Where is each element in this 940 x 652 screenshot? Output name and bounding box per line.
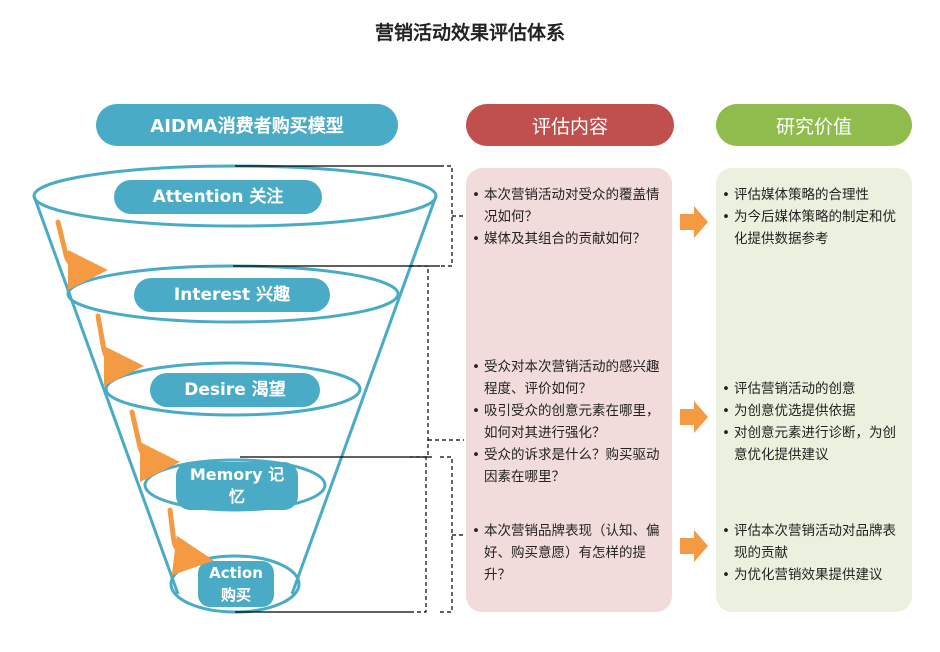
stage-label-attention: Attention 关注 [152,187,284,207]
value-item: 评估媒体策略的合理性 [722,184,906,206]
evaluation-group-1: 本次营销活动对受众的覆盖情况如何？ 媒体及其组合的贡献如何？ [472,184,664,250]
stage-label-action: Action 购买 [209,564,263,604]
funnel-left-edge [32,195,180,595]
evaluation-item: 本次营销品牌表现（认知、偏好、购买意愿）有怎样的提升？ [472,520,664,586]
value-item: 评估营销活动的创意 [722,378,906,400]
arrow-desire-to-memory [129,409,180,482]
arrow-memory-to-action [167,507,214,576]
stage-boxes [114,180,330,607]
value-header: 研究价值 [716,104,912,146]
value-item: 评估本次营销活动对品牌表现的贡献 [722,520,906,564]
diagram-title: 营销活动效果评估体系 [374,22,565,44]
panel-arrows [680,206,708,562]
evaluation-group-3: 本次营销品牌表现（认知、偏好、购买意愿）有怎样的提升？ [472,520,664,586]
value-group-2: 评估营销活动的创意 为创意优选提供依据 对创意元素进行诊断，为创意优化提供建议 [722,378,906,466]
stage-label-desire: Desire 渴望 [184,380,286,400]
panel-arrow-3 [680,530,708,562]
bracket-group-2 [410,265,464,458]
funnel-ring-desire [104,361,362,417]
panel-arrow-2 [680,401,708,433]
arrow-attention-to-interest [55,219,108,290]
evaluation-item: 媒体及其组合的贡献如何？ [472,228,664,250]
evaluation-item: 受众的诉求是什么？购买驱动因素在哪里？ [472,444,664,488]
stage-box-action [198,561,274,607]
evaluation-item: 吸引受众的创意元素在哪里，如何对其进行强化？ [472,400,664,444]
stage-box-desire [150,373,320,407]
stage-box-interest [134,278,330,312]
panel-arrow-1 [680,206,708,238]
stage-label-interest: Interest 兴趣 [173,285,291,305]
model-header: AIDMA消费者购买模型 [96,104,398,146]
stage-box-attention [114,180,322,214]
value-item: 为创意优选提供依据 [722,400,906,422]
stage-arrows [55,219,214,576]
bracket-group-outer [410,457,427,613]
bracket-lines [233,165,464,613]
value-group-3: 评估本次营销活动对品牌表现的贡献 为优化营销效果提供建议 [722,520,906,586]
evaluation-item: 受众对本次营销活动的感兴趣程度、评价如何？ [472,356,664,400]
value-group-1: 评估媒体策略的合理性 为今后媒体策略的制定和优化提供数据参考 [722,184,906,250]
value-item: 为优化营销效果提供建议 [722,564,906,586]
evaluation-header: 评估内容 [466,104,674,146]
funnel-right-edge [290,195,438,595]
value-item: 对创意元素进行诊断，为创意优化提供建议 [722,422,906,466]
stage-box-memory [176,462,298,510]
value-item: 为今后媒体策略的制定和优化提供数据参考 [722,206,906,250]
stage-label-memory: Memory 记忆 [189,465,285,506]
evaluation-item: 本次营销活动对受众的覆盖情况如何？ [472,184,664,228]
bracket-group-3 [440,456,464,613]
evaluation-group-2: 受众对本次营销活动的感兴趣程度、评价如何？ 吸引受众的创意元素在哪里，如何对其进… [472,356,664,488]
bracket-group-1 [440,165,464,267]
arrow-interest-to-desire [95,313,144,386]
